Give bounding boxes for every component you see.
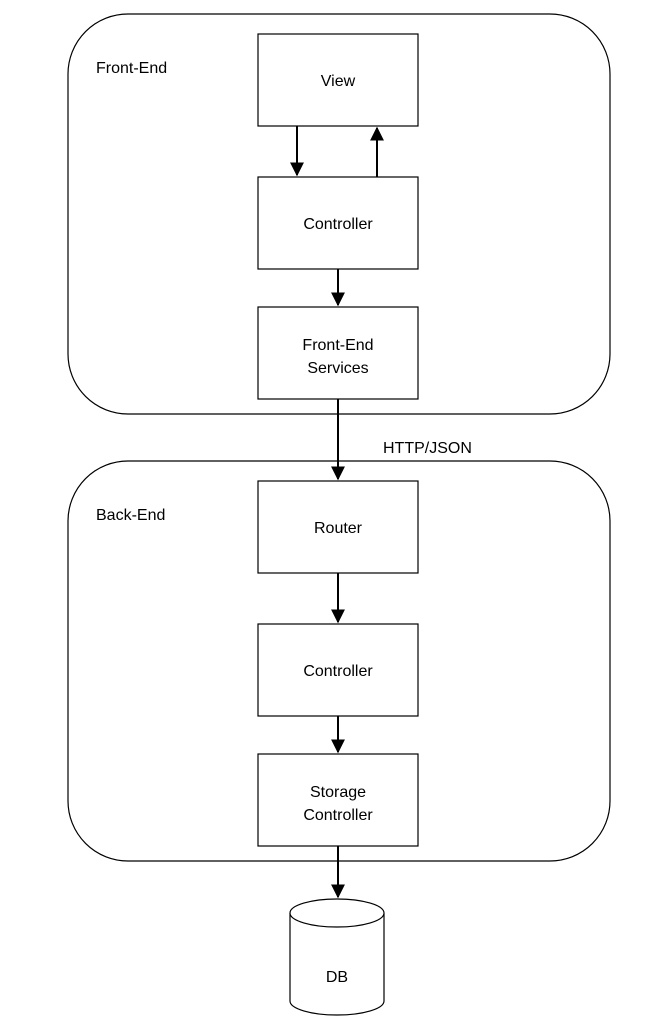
front-end-label: Front-End (96, 60, 167, 77)
database-label: DB (326, 969, 348, 986)
back-end-label: Back-End (96, 507, 165, 524)
http-json-label: HTTP/JSON (383, 440, 472, 457)
back-end-controller-label: Controller (303, 663, 373, 680)
router-label: Router (314, 520, 363, 537)
storage-controller-label-line1: Storage (310, 784, 366, 801)
storage-controller-label-line2: Controller (303, 807, 373, 824)
view-node-label: View (321, 73, 356, 90)
front-end-services-label-line2: Services (307, 360, 368, 377)
database-node: DB (289, 898, 385, 1016)
front-end-controller-node: Controller (257, 176, 419, 270)
view-node: View (257, 33, 419, 127)
front-end-services-label-line1: Front-End (302, 337, 373, 354)
front-end-controller-label: Controller (303, 216, 373, 233)
storage-controller-node: Storage Controller (257, 753, 419, 847)
back-end-controller-node: Controller (257, 623, 419, 717)
router-node: Router (257, 480, 419, 574)
front-end-services-node: Front-End Services (257, 306, 419, 400)
